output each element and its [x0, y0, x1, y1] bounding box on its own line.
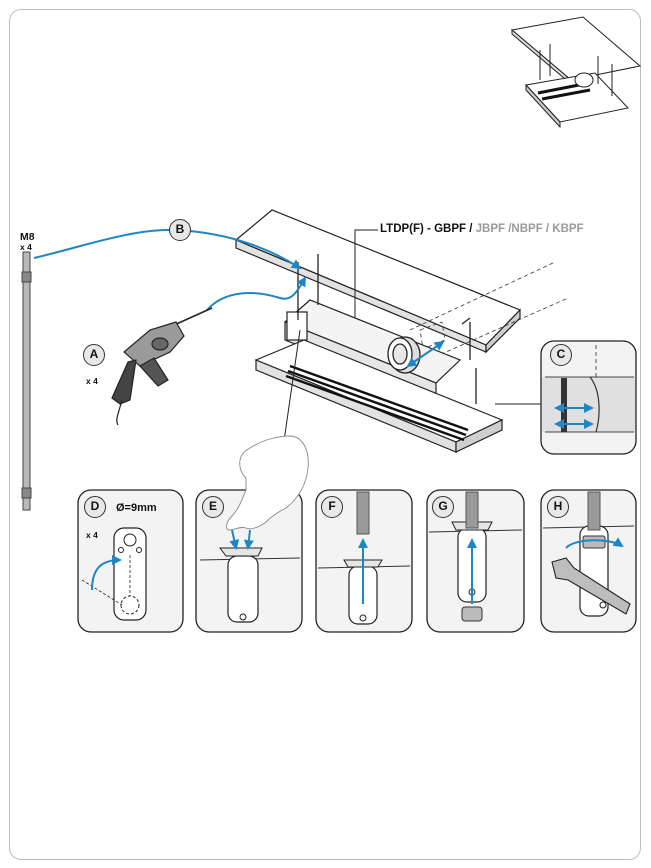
step-badge-f: F	[321, 496, 343, 518]
diffuser-plate	[254, 339, 504, 453]
threaded-rod-icon	[21, 251, 32, 511]
panel-f	[315, 489, 413, 633]
step-badge-h: H	[547, 496, 569, 518]
rod-size: M8	[20, 231, 35, 243]
hole-diameter: Ø=9mm	[116, 502, 157, 514]
step-badge-e: E	[202, 496, 224, 518]
panel-e	[195, 489, 303, 633]
model-secondary: JBPF /NBPF / KBPF	[475, 223, 584, 235]
drill-icon	[111, 307, 213, 426]
rod-quantity: x 4	[20, 242, 32, 252]
panel-d	[77, 489, 184, 633]
hanger-rods	[297, 254, 477, 404]
step-badge-d: D	[84, 496, 106, 518]
leader-lines	[282, 229, 548, 449]
step-d-count: x 4	[86, 530, 98, 540]
overview-thumbnail	[510, 16, 642, 129]
hand-icon	[225, 435, 309, 531]
model-primary: LTDP(F) - GBPF	[380, 223, 467, 235]
step-badge-a: A	[83, 344, 105, 366]
model-separator: /	[466, 223, 476, 235]
step-badge-c: C	[550, 344, 572, 366]
wrench-icon	[551, 557, 631, 615]
step-a-count: x 4	[86, 376, 98, 386]
step-badge-g: G	[432, 496, 454, 518]
panel-g	[426, 489, 525, 633]
page-frame	[9, 9, 641, 860]
model-label: LTDP(F) - GBPF / JBPF /NBPF / KBPF	[380, 223, 584, 235]
step-badge-b: B	[169, 219, 191, 241]
spigot-collar	[387, 336, 421, 374]
rod-label: M8 x 4	[20, 232, 35, 252]
panel-c	[540, 340, 637, 455]
